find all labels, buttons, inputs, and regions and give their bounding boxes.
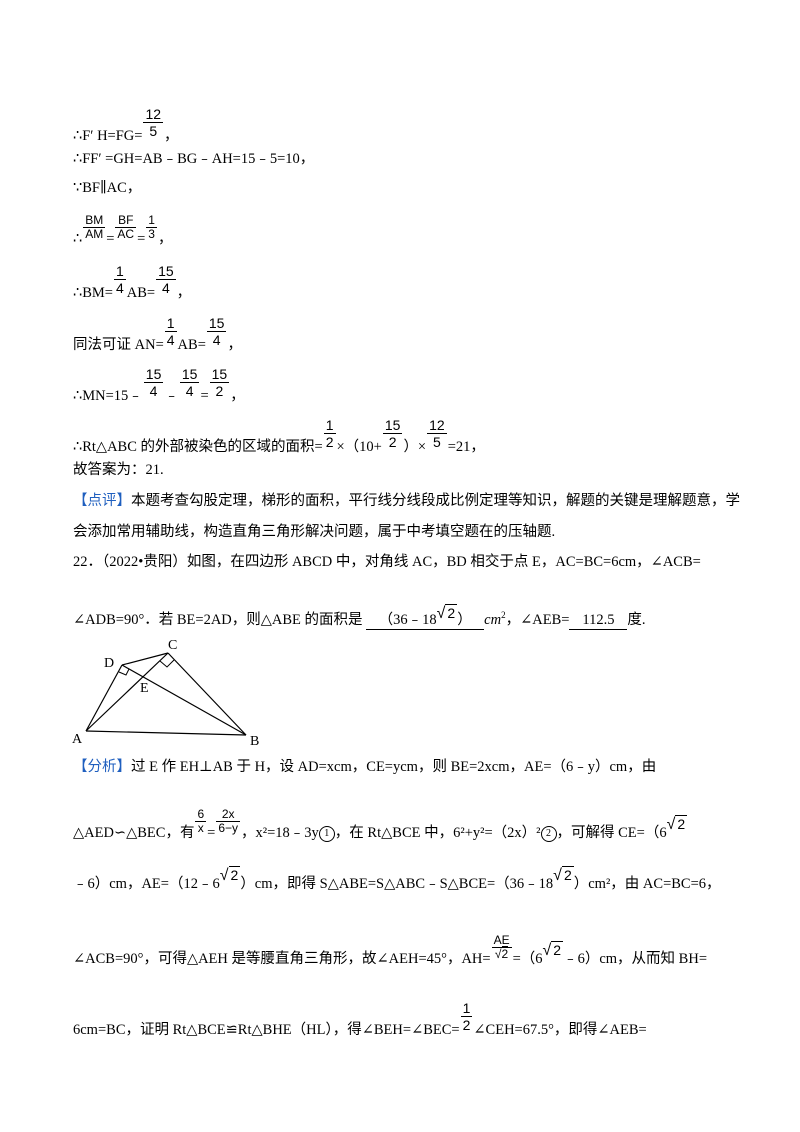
right-angle-mark-d xyxy=(118,668,130,676)
comment-line-2: 会添加常用辅助线，构造直角三角形解决问题，属于中考填空题在的压轴题. xyxy=(73,524,556,540)
label-a: A xyxy=(72,732,83,747)
question-22-line-2: ∠ADB=90°．若 BE=2AD，则△ABE 的面积是 （36﹣18√2）cm… xyxy=(73,603,646,630)
circled-number-2: 2 xyxy=(540,825,557,842)
label-e: E xyxy=(140,681,149,696)
analysis-line-5: 6cm=BC，证明 Rt△BCE≌Rt△BHE（HL），得∠BEH=∠BEC=1… xyxy=(73,1000,647,1038)
sqrt: √2 xyxy=(219,866,241,884)
line-2: ∴FF′ =GH=AB﹣BG﹣AH=15﹣5=10， xyxy=(73,151,315,167)
sqrt: √2 xyxy=(542,940,564,959)
segment-dc xyxy=(121,652,169,666)
line-3: ∵BF∥AC， xyxy=(73,180,142,196)
question-22-line-1: 22．（2022•贵阳）如图，在四边形 ABCD 中，对角线 AC，BD 相交于… xyxy=(73,554,701,570)
analysis-line-3: ﹣6）cm，AE=（12﹣6√2）cm，即得 S△ABE=S△ABC﹣S△BCE… xyxy=(73,866,721,892)
analysis-line-4: ∠ACB=90°，可得△AEH 是等腰直角三角形，故∠AEH=45°，AH=AE… xyxy=(73,933,708,967)
right-angle-mark-c xyxy=(159,659,175,668)
comment-line-1: 【点评】本题考查勾股定理，梯形的面积，平行线分线段成比例定理等知识，解题的关键是… xyxy=(73,493,740,509)
comment-tag: 【点评】 xyxy=(73,493,131,509)
segment-ad xyxy=(85,664,123,732)
segment-ac xyxy=(85,652,169,732)
fraction: AE√2 xyxy=(491,933,512,961)
analysis-line-1: 【分析】过 E 作 EH⊥AB 于 H，设 AD=xcm，CE=ycm，则 BE… xyxy=(73,759,657,775)
line-9: 故答案为：21. xyxy=(73,462,164,478)
sqrt: √2 xyxy=(553,866,574,884)
segment-cb xyxy=(167,652,247,736)
circled-number-1: 1 xyxy=(318,825,335,842)
label-b: B xyxy=(250,734,259,747)
quadrilateral-figure: A B C D E xyxy=(72,638,259,747)
segment-ab xyxy=(85,730,247,736)
label-c: C xyxy=(168,638,177,653)
sqrt: √2 xyxy=(666,814,688,833)
answer-blank-2: 112.5 xyxy=(569,611,628,630)
analysis-tag: 【分析】 xyxy=(73,759,131,775)
answer-blank-1: （36﹣18√2） xyxy=(366,603,485,630)
segment-db xyxy=(121,664,247,736)
sqrt: √2 xyxy=(436,603,458,622)
label-d: D xyxy=(104,656,114,671)
